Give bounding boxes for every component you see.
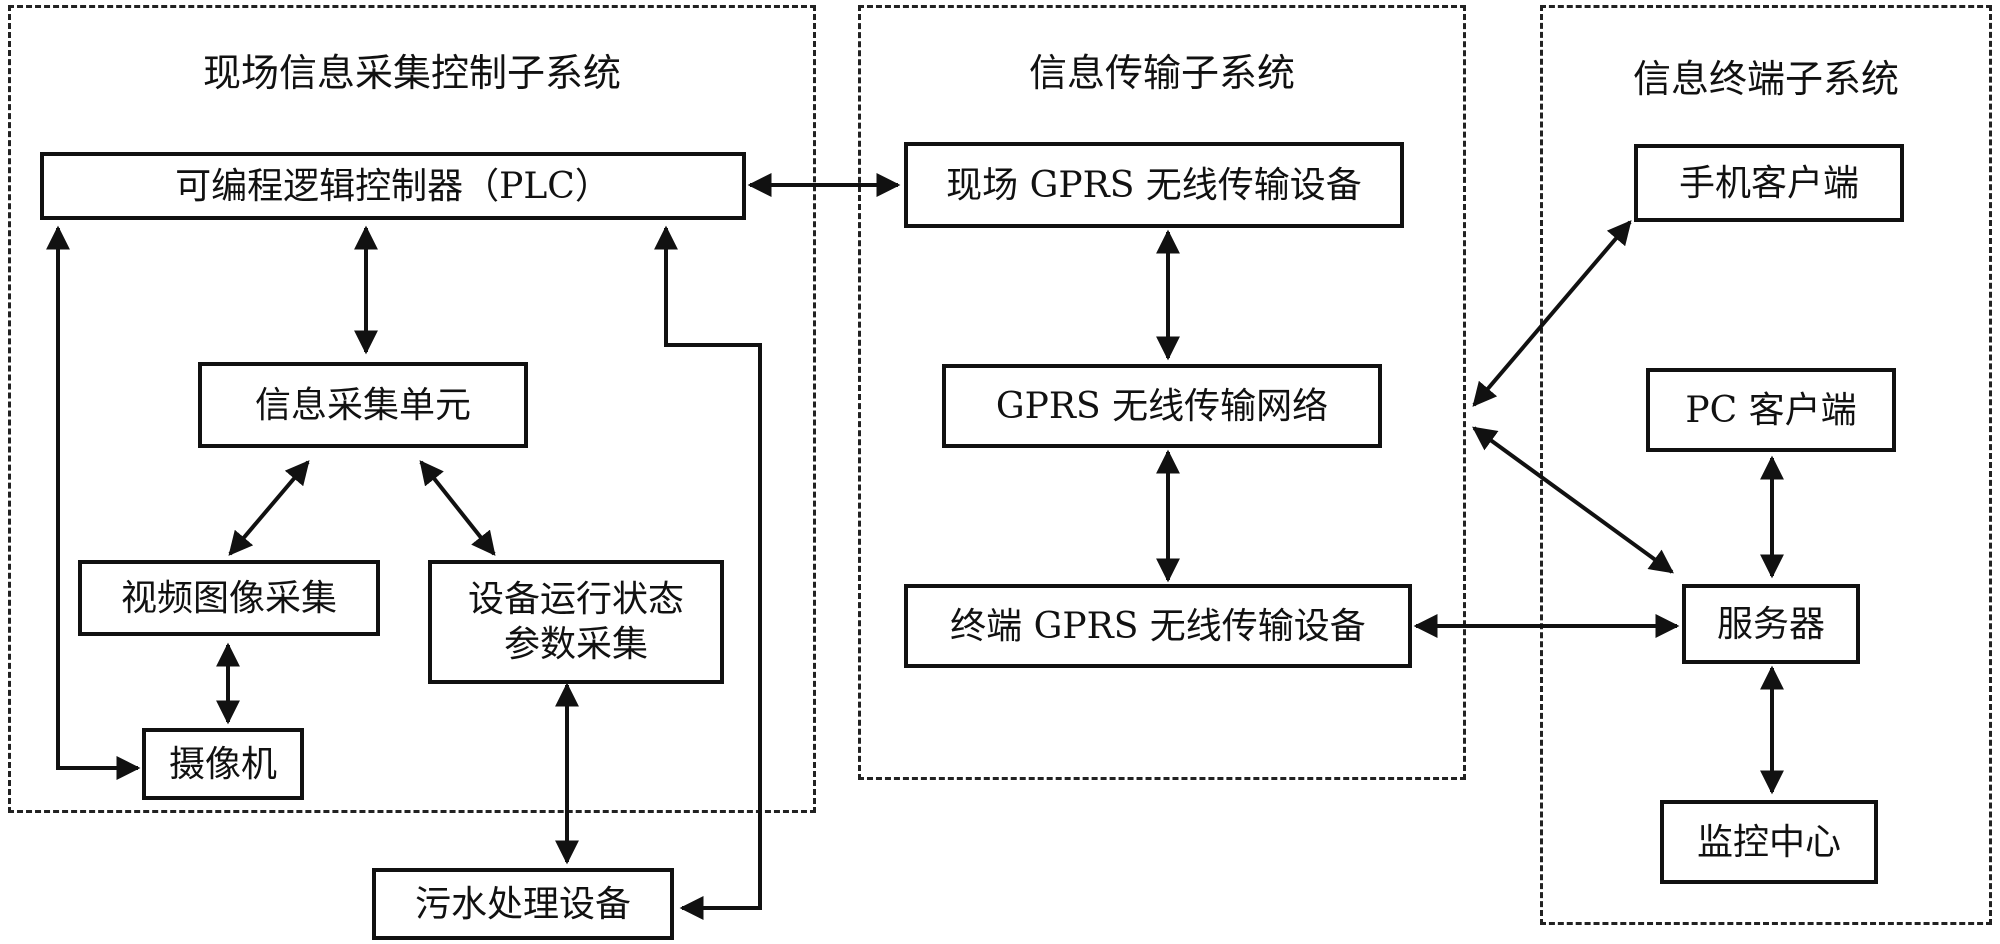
- info-collect-unit-box: 信息采集单元: [198, 362, 528, 448]
- mobile-client-label: 手机客户端: [1678, 162, 1859, 204]
- gprs-network-label: GPRS 无线传输网络: [995, 385, 1329, 427]
- server-label: 服务器: [1716, 603, 1825, 645]
- pc-client-box: PC 客户端: [1646, 368, 1896, 452]
- mobile-client-box: 手机客户端: [1634, 144, 1904, 222]
- transport-subsystem-group: [858, 5, 1466, 780]
- arrow-collect-status: [419, 460, 496, 556]
- video-capture-label: 视频图像采集: [120, 577, 337, 619]
- pc-client-label: PC 客户端: [1685, 389, 1857, 431]
- sewage-equipment-box: 污水处理设备: [372, 868, 674, 940]
- camera-box: 摄像机: [142, 728, 304, 800]
- video-capture-box: 视频图像采集: [78, 560, 380, 636]
- field-subsystem-title: 现场信息采集控制子系统: [202, 51, 621, 95]
- plc-label: 可编程逻辑控制器（PLC）: [175, 165, 611, 207]
- equipment-status-label-line2: 参数采集: [503, 624, 648, 665]
- arrow-collect-video: [228, 460, 310, 556]
- field-gprs-device-label: 现场 GPRS 无线传输设备: [946, 164, 1362, 206]
- monitoring-center-label: 监控中心: [1696, 821, 1841, 863]
- terminal-gprs-device-label: 终端 GPRS 无线传输设备: [950, 605, 1366, 647]
- transport-subsystem-title: 信息传输子系统: [1028, 51, 1295, 95]
- info-collect-unit-label: 信息采集单元: [254, 384, 471, 426]
- equipment-status-box: 设备运行状态 参数采集: [428, 560, 724, 684]
- equipment-status-label-line1: 设备运行状态: [467, 579, 684, 620]
- plc-box: 可编程逻辑控制器（PLC）: [40, 152, 746, 220]
- monitoring-center-box: 监控中心: [1660, 800, 1878, 884]
- arrow-plc-camera: [46, 225, 141, 780]
- arrow-plc-sewage: [654, 225, 762, 920]
- arrow-network-server: [1472, 426, 1674, 574]
- terminal-subsystem-title: 信息终端子系统: [1632, 57, 1899, 101]
- field-subsystem-group: [8, 5, 816, 813]
- camera-label: 摄像机: [168, 743, 277, 785]
- arrow-network-mobile: [1472, 220, 1632, 407]
- server-box: 服务器: [1682, 584, 1860, 664]
- terminal-gprs-device-box: 终端 GPRS 无线传输设备: [904, 584, 1412, 668]
- gprs-network-box: GPRS 无线传输网络: [942, 364, 1382, 448]
- sewage-equipment-label: 污水处理设备: [414, 883, 631, 925]
- field-gprs-device-box: 现场 GPRS 无线传输设备: [904, 142, 1404, 228]
